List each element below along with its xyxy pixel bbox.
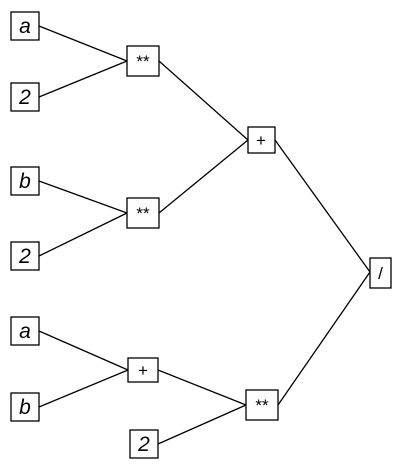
edge-2a-to-pow-top (38, 60, 128, 98)
edge-2b-to-pow-mid (38, 212, 128, 257)
edge-2c-to-pow-bottom (157, 404, 247, 445)
leaf-node-b-top: b (10, 166, 40, 196)
leaf-node-2-top: 2 (10, 82, 40, 112)
edge-a2-to-plus-bottom (38, 330, 129, 371)
leaf-node-label: b (19, 170, 31, 193)
operator-label: ** (136, 52, 150, 71)
operator-label: + (138, 361, 148, 380)
edge-b2-to-plus-bottom (38, 369, 129, 408)
leaf-node-b-bottom: b (10, 392, 40, 422)
edge-b1-to-pow-mid (38, 180, 128, 214)
operator-label: + (256, 131, 266, 150)
leaf-node-a-top: a (10, 11, 40, 41)
leaf-node-label: a (19, 15, 31, 38)
edge-pow-mid-to-plus-top (158, 139, 249, 214)
leaf-node-label: 2 (18, 86, 31, 109)
operator-label: ** (136, 204, 150, 223)
operator-node-power-top: ** (126, 45, 160, 77)
edge-pow-bottom-to-div-root (277, 271, 371, 406)
edge-plus-top-to-div-root (274, 139, 371, 273)
leaf-node-2-middle: 2 (10, 241, 40, 271)
operator-node-plus-top: + (247, 126, 276, 154)
operator-node-power-bottom: ** (245, 389, 279, 421)
edge-a1-to-pow-top (38, 25, 128, 62)
leaf-node-a-bottom: a (10, 316, 40, 346)
edges (38, 25, 371, 445)
operator-label: / (378, 264, 383, 283)
leaf-node-label: 2 (18, 245, 31, 268)
leaf-node-label: a (19, 320, 31, 343)
edge-pow-top-to-plus-top (158, 60, 249, 141)
leaf-node-label: b (19, 396, 31, 419)
leaf-node-2-bottom: 2 (129, 429, 159, 459)
operator-node-power-middle: ** (126, 197, 160, 229)
operator-node-plus-bottom: + (127, 357, 159, 383)
operator-node-divide-root: / (369, 257, 392, 289)
edge-plus-bottom-to-pow-bottom (157, 369, 247, 406)
leaf-node-label: 2 (137, 433, 150, 456)
operator-label: ** (255, 396, 269, 415)
